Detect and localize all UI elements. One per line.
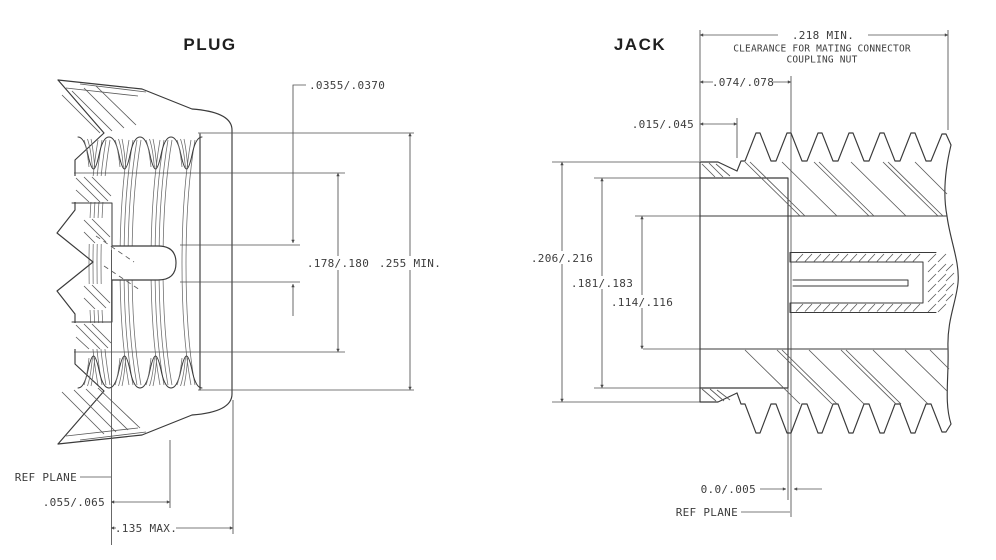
- jack-lip-hatch: [701, 162, 731, 402]
- dim-plug-pin-diameter: .0355/.0370: [291, 79, 385, 316]
- dim-jack-bore-dia: .114/.116: [611, 215, 673, 350]
- dim-jack-relief: .015/.045: [632, 118, 738, 131]
- plug-extension-lines: [74, 132, 414, 545]
- dim-jack-outer-dia: .206/.216: [531, 161, 593, 403]
- jack-bottom-shell-hatch: [744, 349, 950, 405]
- jack-ref-plane-label: REF PLANE: [676, 506, 738, 519]
- plug-title: PLUG: [183, 35, 236, 54]
- plug-hex-break-edge: [56, 79, 105, 445]
- jack-bore-dia-label: .114/.116: [611, 296, 673, 309]
- plug-center-pin: [95, 235, 177, 291]
- jack-body-outline: [699, 132, 959, 434]
- plug-ref-plane-callout: REF PLANE: [15, 471, 111, 484]
- plug-nut-outline: [57, 79, 233, 445]
- dim-jack-protrusion: 0.0/.005: [701, 483, 822, 496]
- jack-protrusion-label: 0.0/.005: [701, 483, 756, 496]
- jack-view: JACK: [531, 28, 959, 519]
- dim-jack-shoulder-dia: .181/.183: [571, 177, 633, 389]
- jack-step-label: .074/.078: [712, 76, 774, 89]
- jack-top-shell-hatch: [744, 161, 948, 217]
- plug-face-bore-label: .255 MIN.: [379, 257, 441, 270]
- jack-clearance-note-2: COUPLING NUT: [786, 55, 857, 66]
- plug-shoulder-wedges: [71, 176, 113, 350]
- dim-jack-clearance: .218 MIN. CLEARANCE FOR MATING CONNECTOR…: [699, 28, 949, 66]
- jack-clearance-label: .218 MIN.: [792, 29, 854, 42]
- jack-bottom-threads: [736, 392, 952, 434]
- dim-plug-face-bore: .255 MIN.: [379, 132, 441, 391]
- jack-extension-lines: [552, 30, 949, 517]
- plug-pin-dia-label: .0355/.0370: [309, 79, 385, 92]
- jack-title: JACK: [614, 35, 666, 54]
- jack-top-threads: [736, 132, 952, 172]
- jack-relief-label: .015/.045: [632, 118, 694, 131]
- plug-bottom-hatch: [61, 387, 141, 435]
- jack-socket-contact: [789, 252, 955, 313]
- plug-thread-bore-label: .178/.180: [307, 257, 369, 270]
- jack-dielectric-hatch: [795, 253, 955, 313]
- plug-view: PLUG: [15, 35, 441, 545]
- plug-top-hatch: [61, 85, 137, 134]
- dim-plug-depth: .135 MAX.: [110, 521, 234, 535]
- jack-clearance-note-1: CLEARANCE FOR MATING CONNECTOR: [733, 44, 911, 55]
- plug-depth-label: .135 MAX.: [115, 522, 177, 535]
- jack-ref-plane-callout: REF PLANE: [676, 506, 790, 519]
- jack-outer-dia-label: .206/.216: [531, 252, 593, 265]
- dim-plug-dielectric: .055/.065: [43, 496, 171, 509]
- dim-jack-step: .074/.078: [699, 75, 792, 89]
- jack-shoulder-dia-label: .181/.183: [571, 277, 633, 290]
- plug-ref-plane-label: REF PLANE: [15, 471, 77, 484]
- plug-dielectric-label: .055/.065: [43, 496, 105, 509]
- dim-plug-thread-bore: .178/.180: [307, 172, 369, 353]
- jack-break-edge: [944, 144, 959, 425]
